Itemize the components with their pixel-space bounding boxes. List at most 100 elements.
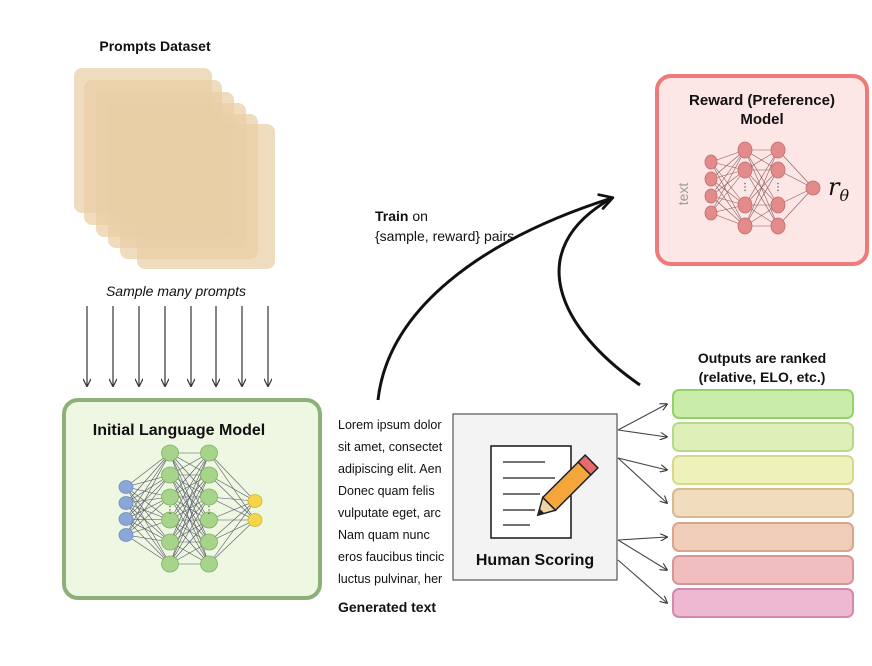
network-node [704, 188, 718, 204]
lm-box [62, 398, 322, 600]
ranked-title-line2: (relative, ELO, etc.) [699, 369, 826, 385]
network-node [737, 217, 753, 235]
generated-text-line: adipiscing elit. Aen [338, 462, 442, 476]
network-node [770, 196, 786, 214]
reward-input-label: text [675, 183, 691, 206]
network-node [704, 205, 718, 221]
network-edge [208, 452, 256, 521]
ellipsis-dots: ⋮ [204, 505, 214, 516]
network-edge [125, 486, 171, 521]
network-edge [125, 452, 171, 520]
network-node [118, 496, 134, 510]
generated-text-line: Donec quam felis [338, 484, 435, 498]
lm-network-icon: ⋮⋮ [118, 444, 263, 573]
train-arrow-from-ranking [557, 196, 641, 387]
network-edge [777, 149, 814, 189]
network-node [200, 488, 218, 506]
network-node [247, 513, 263, 527]
network-node [200, 444, 218, 462]
ranked-output-bar [672, 588, 854, 618]
ranking-arrow [617, 404, 667, 431]
network-edge [710, 178, 746, 227]
network-edge [208, 500, 256, 543]
generated-text-line: eros faucibus tincic [338, 550, 444, 564]
network-node [118, 528, 134, 542]
network-node [737, 196, 753, 214]
human-scoring-label: Human Scoring [476, 552, 594, 569]
network-node [161, 533, 179, 551]
train-label-line1: Train on [375, 208, 428, 224]
network-edge [125, 474, 171, 520]
network-edge [125, 452, 171, 504]
network-node [200, 511, 218, 529]
ranked-outputs: Outputs are ranked (relative, ELO, etc.) [617, 350, 854, 618]
network-edge [125, 452, 171, 488]
network-edge [125, 534, 171, 565]
generated-text-label: Generated text [338, 599, 436, 615]
network-edge [125, 502, 171, 565]
network-node [770, 161, 786, 179]
ranking-bars [672, 389, 854, 618]
network-edge [169, 452, 210, 521]
document-pencil-icon [490, 445, 599, 539]
network-node [247, 494, 263, 508]
network-node [118, 480, 134, 494]
network-edge [125, 496, 171, 536]
network-edge [169, 496, 210, 565]
generated-text-line: sit amet, consectet [338, 440, 443, 454]
network-node [118, 512, 134, 526]
generated-text-line: luctus pulvinar, her [338, 572, 442, 586]
network-edge [744, 149, 779, 227]
ranking-arrow [617, 457, 667, 470]
network-edge [169, 452, 210, 498]
network-edge [125, 474, 171, 536]
generated-text-line: Lorem ipsum dolor [338, 418, 442, 432]
ellipsis-dots: ⋮ [740, 182, 750, 193]
network-node [161, 488, 179, 506]
reward-model: Reward (Preference) Model text ⋮⋮ rθ [655, 74, 869, 266]
network-edge [744, 169, 779, 227]
train-arrow-from-text [376, 193, 615, 401]
network-edge [169, 474, 210, 565]
network-edge [710, 169, 746, 214]
prompts-dataset: Prompts Dataset Sample many prompts [74, 38, 275, 386]
network-edge [710, 149, 746, 197]
ranking-arrow [617, 457, 667, 503]
network-edge [208, 474, 256, 521]
reward-network-icon: ⋮⋮ [704, 141, 821, 235]
lm-title: Initial Language Model [93, 422, 265, 439]
network-node [737, 161, 753, 179]
ranked-output-bar [672, 455, 854, 485]
network-edge [208, 519, 256, 565]
ranking-arrow [617, 537, 667, 540]
network-edge [169, 452, 210, 543]
human-scoring: Human Scoring [452, 413, 618, 581]
initial-language-model: Initial Language Model ⋮⋮ [62, 398, 322, 600]
network-edge [125, 452, 171, 536]
ranked-output-bar [672, 522, 854, 552]
prompt-card [137, 124, 275, 269]
network-node [770, 217, 786, 235]
ranked-title-line1: Outputs are ranked [698, 350, 826, 366]
network-node [737, 141, 753, 159]
network-node [704, 154, 718, 170]
network-edge [710, 161, 746, 206]
ranked-output-bar [672, 488, 854, 518]
network-edge [208, 474, 256, 502]
reward-title-line1: Reward (Preference) [689, 92, 835, 109]
network-node [200, 466, 218, 484]
network-node [200, 533, 218, 551]
prompt-cards-stack [74, 68, 275, 269]
network-edge [208, 452, 256, 502]
network-node [161, 466, 179, 484]
network-edge [125, 486, 171, 565]
network-node [770, 141, 786, 159]
network-node [161, 511, 179, 529]
ranked-output-bar [672, 389, 854, 419]
network-edge [169, 519, 210, 565]
train-arrows: Train on {sample, reward} pairs [375, 193, 641, 401]
network-edge [710, 149, 746, 214]
network-edge [125, 486, 171, 543]
reward-title-line2: Model [740, 111, 783, 128]
